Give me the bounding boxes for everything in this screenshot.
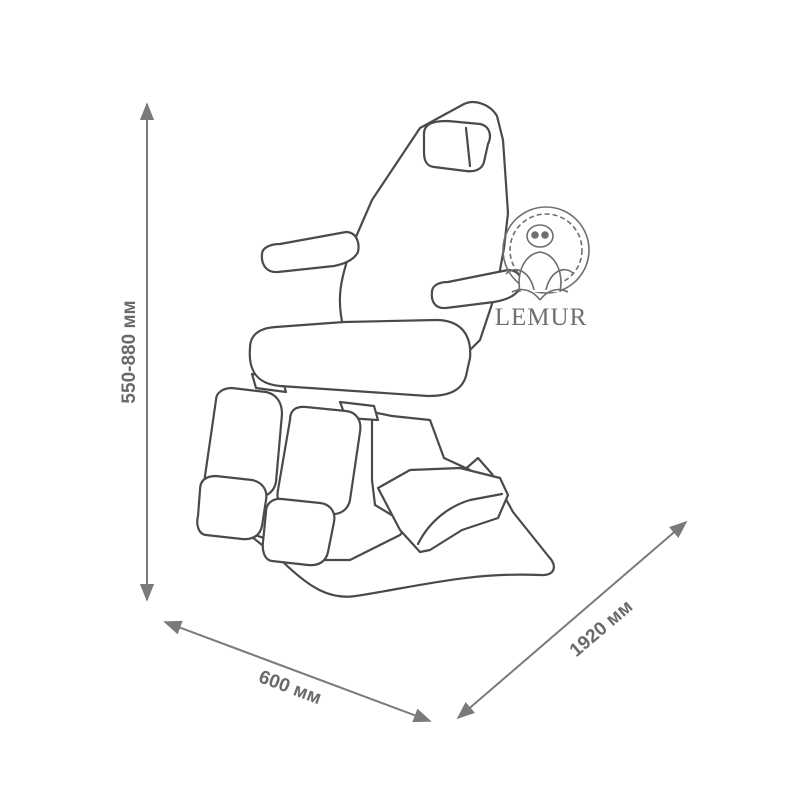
pedicure-chair-drawing — [196, 100, 555, 598]
height-dimension-label: 550-880 мм — [119, 300, 140, 403]
emblem-leaves — [505, 268, 575, 301]
lemur-logo: LEMUR — [495, 206, 590, 331]
emblem-lemur-eye-right — [541, 231, 549, 239]
lemur-logo-text: LEMUR — [495, 304, 588, 331]
headrest — [422, 119, 491, 173]
height-dimension: 550-880 мм — [119, 102, 155, 602]
leg-rest-right-upper — [276, 405, 362, 516]
emblem-lemur-body — [518, 251, 562, 293]
foot-rest — [376, 466, 510, 554]
length-dimension-line — [456, 520, 688, 720]
armrest-left — [260, 230, 360, 274]
width-dimension-label: 600 мм — [256, 667, 324, 709]
emblem-lemur-eye-left — [531, 231, 539, 239]
width-dimension-line — [163, 620, 432, 723]
width-dimension: 600 мм — [163, 620, 432, 723]
lemur-emblem-icon — [502, 206, 590, 301]
length-dimension-label: 1920 мм — [566, 596, 637, 661]
leg-rest-left-lower — [196, 474, 268, 541]
emblem-lemur-head — [526, 224, 554, 248]
headrest-detail — [464, 126, 472, 168]
leg-rest-right-lower — [261, 497, 336, 567]
seat-cushion — [248, 318, 472, 398]
foot-rest-detail — [416, 492, 504, 546]
